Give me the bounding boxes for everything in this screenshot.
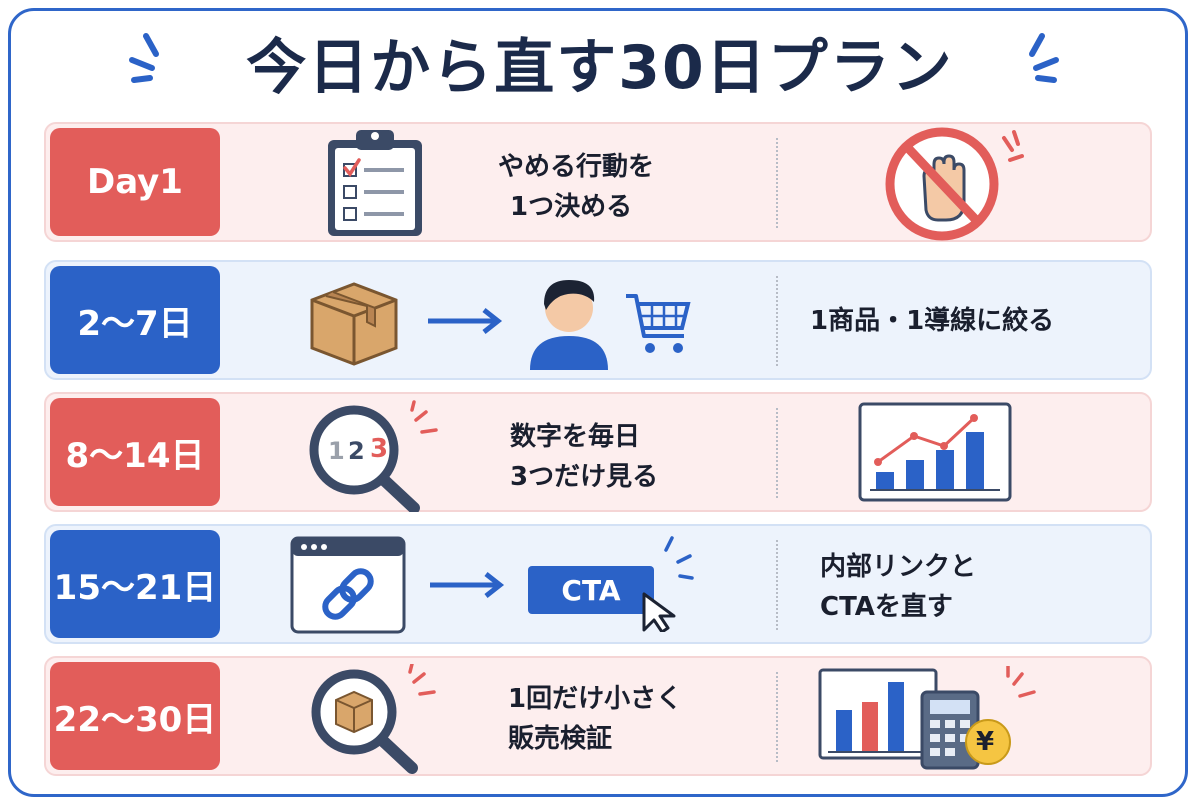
row-badge: Day1: [50, 128, 220, 236]
growth-chart-icon: [858, 402, 1012, 502]
row-text-line1: 1回だけ小さく: [508, 684, 683, 714]
sales-chart-calculator-icon: [818, 666, 1036, 770]
plan-row-week1: 2〜7日 1商品・1導線に絞る: [44, 260, 1152, 380]
row-divider: [776, 276, 778, 366]
spark-right-icon: [1029, 33, 1059, 83]
arrow-right-icon: [428, 308, 503, 334]
package-box-icon: [310, 282, 398, 366]
browser-link-icon: [290, 536, 406, 634]
yen-symbol: ¥: [976, 727, 995, 757]
row-text-line1: 1商品・1導線に絞る: [810, 306, 1055, 336]
digit-2: 2: [348, 437, 365, 465]
magnifier-numbers-icon: [309, 400, 438, 512]
spark-left-icon: [129, 33, 159, 83]
cta-button-illustration: CTA: [528, 566, 654, 614]
row-text-line1: やめる行動を: [498, 152, 655, 182]
row-text-line1: 数字を毎日: [510, 422, 641, 452]
row-text-line2: 3つだけ見る: [510, 462, 659, 492]
magnifier-package-icon: [311, 664, 436, 774]
row-badge: 8〜14日: [50, 398, 220, 506]
cta-label: CTA: [561, 573, 621, 607]
row-text-line2: 販売検証: [508, 724, 613, 754]
row-badge: 15〜21日: [50, 530, 220, 638]
row-text-line2: CTAを直す: [820, 592, 953, 622]
row-divider: [776, 672, 778, 762]
row-divider: [776, 540, 778, 630]
row-text-line1: 内部リンクと: [820, 552, 977, 582]
plan-row-week3: 15〜21日 CTA 内部リンクと CTAを直す: [44, 524, 1152, 644]
checklist-clipboard-icon: [328, 130, 422, 236]
arrow-right-icon: [430, 572, 505, 598]
stop-hand-icon: [885, 127, 1024, 241]
plan-row-week2: 8〜14日 1 2 3 数字を毎日 3つだけ見る: [44, 392, 1152, 512]
customer-avatar-icon: [530, 280, 608, 370]
page-title: 今日から直す30日プラン: [246, 33, 954, 103]
plan-row-week4: 22〜30日 1回だけ小さく 販売検証 ¥: [44, 656, 1152, 776]
row-text-line2: 1つ決める: [510, 192, 633, 222]
row-badge: 22〜30日: [50, 662, 220, 770]
row-badge: 2〜7日: [50, 266, 220, 374]
digit-3: 3: [370, 434, 389, 464]
cursor-pointer-icon: [642, 536, 694, 632]
digit-1: 1: [328, 437, 345, 465]
row-divider: [776, 408, 778, 498]
plan-row-day1: Day1 やめる行動を 1つ決める: [44, 122, 1152, 242]
shopping-cart-icon: [626, 294, 691, 353]
row-divider: [776, 138, 778, 228]
